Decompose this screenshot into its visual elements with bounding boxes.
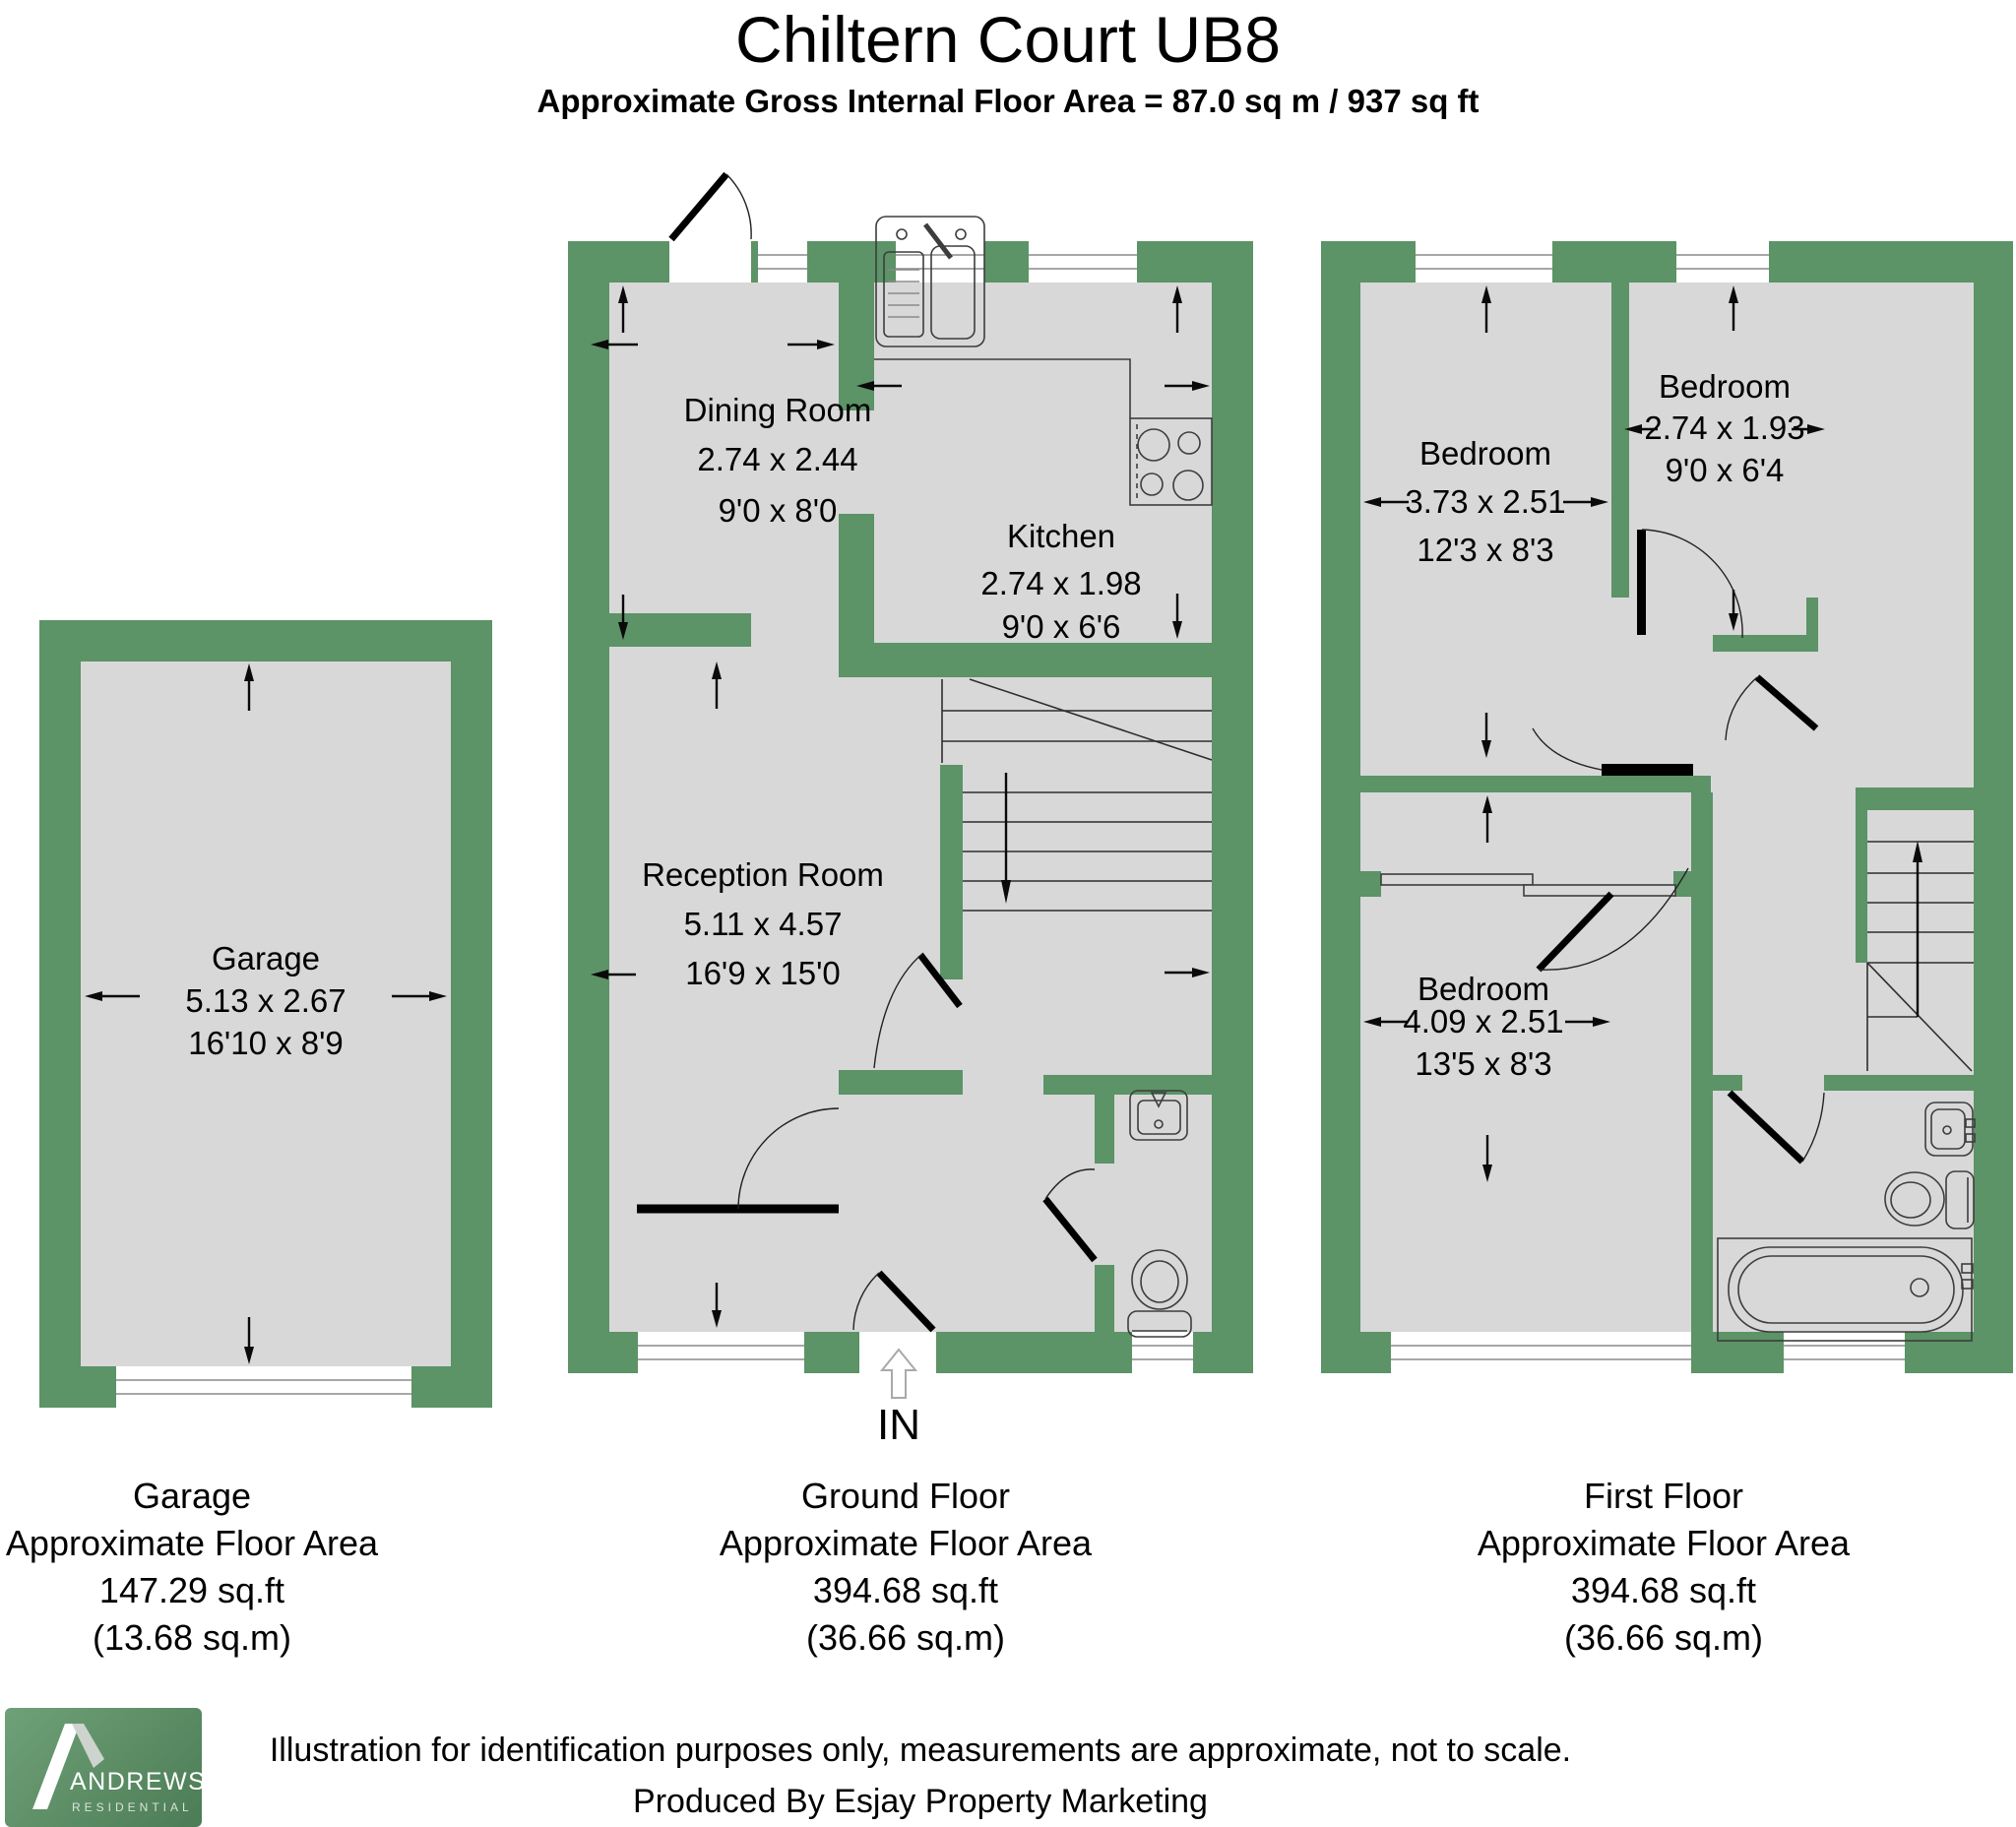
window xyxy=(758,241,807,283)
reception-door xyxy=(873,952,963,1069)
entrance-in-arrow xyxy=(879,1348,918,1399)
reception-room-dim-m: 5.11 x 4.57 xyxy=(684,906,843,942)
first-floor-plan: Bedroom 3.73 x 2.51 12'3 x 8'3 Bedroom 2… xyxy=(1321,241,2013,1373)
kitchen-dim-ft: 9'0 x 6'6 xyxy=(1002,608,1121,645)
kitchen-sink xyxy=(875,216,985,347)
ground-interior-walls xyxy=(568,283,1212,1332)
disclaimer-line1: Illustration for identification purposes… xyxy=(269,1732,1572,1769)
bedroom2-dim-ft: 9'0 x 6'4 xyxy=(1666,452,1785,488)
ground-caption-title: Ground Floor xyxy=(800,1476,1011,1516)
ground-floor-area xyxy=(609,283,1212,1332)
window xyxy=(1676,241,1769,283)
garage-caption-sqm: (13.68 sq.m) xyxy=(92,1617,292,1658)
bedroom3-dim-m: 4.09 x 2.51 xyxy=(1403,1003,1563,1040)
garage-caption-line2: Approximate Floor Area xyxy=(5,1523,379,1563)
window xyxy=(896,241,984,283)
garage-door-opening xyxy=(116,1366,411,1408)
garage-room-name: Garage xyxy=(212,940,320,976)
dining-room-dim-ft: 9'0 x 8'0 xyxy=(719,492,838,529)
first-dimension-arrows xyxy=(1363,285,1825,1182)
entrance-door xyxy=(668,171,752,242)
bedroom3-dim-ft: 13'5 x 8'3 xyxy=(1415,1045,1551,1082)
garage-room-dim-ft: 16'10 x 8'9 xyxy=(188,1025,344,1061)
bedroom3-name: Bedroom xyxy=(1418,971,1549,1007)
reception-room-dim-ft: 16'9 x 15'0 xyxy=(685,955,841,991)
front-door xyxy=(852,1270,936,1333)
page-title: Chiltern Court UB8 xyxy=(735,3,1281,76)
hall-door xyxy=(637,1107,840,1214)
first-caption-sqm: (36.66 sq.m) xyxy=(1563,1617,1764,1658)
dining-room-name: Dining Room xyxy=(684,392,872,428)
bedroom2-name: Bedroom xyxy=(1659,368,1791,405)
ground-staircase xyxy=(941,678,1213,912)
first-staircase xyxy=(1866,841,1974,1072)
bedroom1-dim-ft: 12'3 x 8'3 xyxy=(1417,532,1553,568)
bedroom1-dim-m: 3.73 x 2.51 xyxy=(1405,483,1565,520)
andrews-residential-logo: ANDREWS RESIDENTIAL xyxy=(5,1708,205,1827)
bathroom-door xyxy=(1727,1090,1825,1165)
bathroom-toilet xyxy=(1884,1170,1975,1229)
dining-room-dim-m: 2.74 x 2.44 xyxy=(697,441,857,477)
garage-dimension-arrows xyxy=(85,663,447,1364)
bedroom1-name: Bedroom xyxy=(1419,435,1551,472)
ground-caption-sqm: (36.66 sq.m) xyxy=(805,1617,1006,1658)
first-caption-title: First Floor xyxy=(1584,1476,1743,1516)
ground-caption-sqft: 394.68 sq.ft xyxy=(812,1570,999,1610)
disclaimer: Illustration for identification purposes… xyxy=(236,1725,1605,1827)
kitchen-name: Kitchen xyxy=(1007,518,1115,554)
logo-brand-text: ANDREWS xyxy=(70,1768,206,1796)
bedroom1-door xyxy=(1532,727,1693,776)
first-caption-sqft: 394.68 sq.ft xyxy=(1570,1570,1757,1610)
ground-caption-line2: Approximate Floor Area xyxy=(719,1523,1093,1563)
disclaimer-line2: Produced By Esjay Property Marketing xyxy=(633,1783,1208,1820)
kitchen-counter xyxy=(874,358,1131,418)
reception-room-name: Reception Room xyxy=(642,856,884,893)
landing-cupboard-door xyxy=(1725,674,1819,741)
entrance-in-label: IN xyxy=(877,1401,920,1449)
wc-washbasin xyxy=(1129,1090,1188,1141)
window xyxy=(638,1332,804,1373)
window xyxy=(1416,241,1552,283)
kitchen-dim-m: 2.74 x 1.98 xyxy=(980,565,1141,601)
garage-caption-title: Garage xyxy=(132,1476,252,1516)
window xyxy=(1132,1332,1193,1373)
bedroom2-door xyxy=(1637,529,1743,639)
bedroom2-dim-m: 2.74 x 1.93 xyxy=(1644,410,1804,446)
ground-dimension-arrows xyxy=(591,285,1210,1328)
stove xyxy=(1129,417,1213,506)
entrance-door-opening xyxy=(669,241,751,283)
wc-toilet xyxy=(1127,1249,1192,1338)
first-interior-walls xyxy=(1360,283,1974,1332)
garage-room-dim-m: 5.13 x 2.67 xyxy=(185,982,346,1019)
bedroom3-door xyxy=(1536,867,1689,973)
logo-a-mark xyxy=(32,1724,104,1809)
window xyxy=(1391,1332,1691,1373)
garage-caption: Garage Approximate Floor Area 147.29 sq.… xyxy=(0,1473,384,1662)
page-subtitle: Approximate Gross Internal Floor Area = … xyxy=(536,83,1480,119)
first-caption-line2: Approximate Floor Area xyxy=(1477,1523,1851,1563)
logo-sub-text: RESIDENTIAL xyxy=(72,1800,193,1814)
window xyxy=(1029,241,1137,283)
ground-floor-caption: Ground Floor Approximate Floor Area 394.… xyxy=(650,1473,1162,1662)
ground-floor-plan: Dining Room 2.74 x 2.44 9'0 x 8'0 Kitche… xyxy=(568,171,1253,1449)
bathroom-basin xyxy=(1924,1102,1976,1157)
wc-door xyxy=(1042,1168,1098,1263)
garage-plan: Garage 5.13 x 2.67 16'10 x 8'9 xyxy=(39,620,492,1408)
window xyxy=(1784,1332,1905,1373)
bathtub xyxy=(1717,1237,1974,1342)
first-floor-caption: First Floor Approximate Floor Area 394.6… xyxy=(1408,1473,1920,1662)
garage-floor xyxy=(81,662,451,1366)
garage-caption-sqft: 147.29 sq.ft xyxy=(98,1570,285,1610)
